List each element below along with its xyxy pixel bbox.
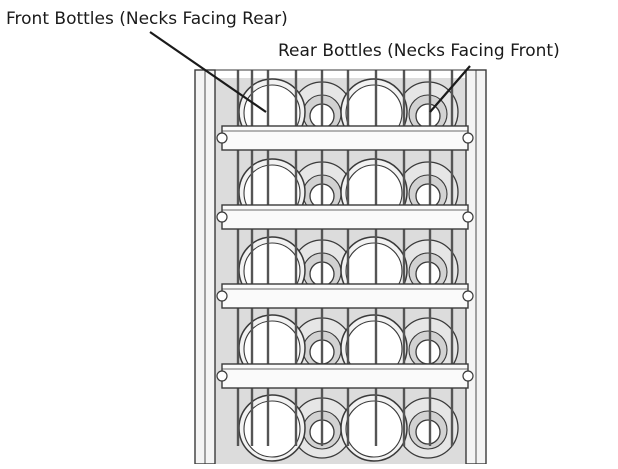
rear-bottle-neck bbox=[415, 419, 441, 445]
back-wall-slats bbox=[236, 150, 454, 210]
shelf-tray bbox=[216, 283, 474, 309]
shelf-row bbox=[238, 314, 459, 382]
tray-right-peg bbox=[462, 370, 474, 382]
shelf-row bbox=[238, 394, 459, 462]
rear-bottle bbox=[397, 397, 459, 459]
rear-bottles-label: Rear Bottles (Necks Facing Front) bbox=[278, 41, 560, 61]
tray-left-peg bbox=[216, 132, 228, 144]
back-wall-slats bbox=[236, 386, 454, 446]
tray-right-peg bbox=[462, 290, 474, 302]
shelf-tray bbox=[216, 204, 474, 230]
back-wall-slats bbox=[236, 228, 454, 288]
tray-right-peg bbox=[462, 132, 474, 144]
front-bottles-label: Front Bottles (Necks Facing Rear) bbox=[6, 9, 288, 29]
rear-bottle-neck bbox=[415, 103, 441, 129]
tray-bar bbox=[221, 363, 469, 389]
rear-bottle-neck bbox=[415, 339, 441, 365]
tray-left-peg bbox=[216, 370, 228, 382]
tray-left-peg bbox=[216, 211, 228, 223]
rear-bottle bbox=[397, 317, 459, 379]
front-bottle-base bbox=[345, 400, 403, 458]
back-wall-slats bbox=[236, 70, 454, 130]
front-bottle bbox=[340, 394, 408, 462]
front-bottles-leader-line bbox=[149, 31, 267, 113]
tray-right-peg bbox=[462, 211, 474, 223]
tray-left-peg bbox=[216, 290, 228, 302]
shelf-tray bbox=[216, 363, 474, 389]
tray-bar bbox=[221, 283, 469, 309]
front-bottle-base bbox=[243, 400, 301, 458]
tray-bar bbox=[221, 204, 469, 230]
rear-bottles-leader-line bbox=[429, 65, 471, 113]
shelf-tray bbox=[216, 125, 474, 151]
tray-bar bbox=[221, 125, 469, 151]
rear-bottle-neck bbox=[415, 261, 441, 287]
back-wall-slats bbox=[236, 306, 454, 366]
